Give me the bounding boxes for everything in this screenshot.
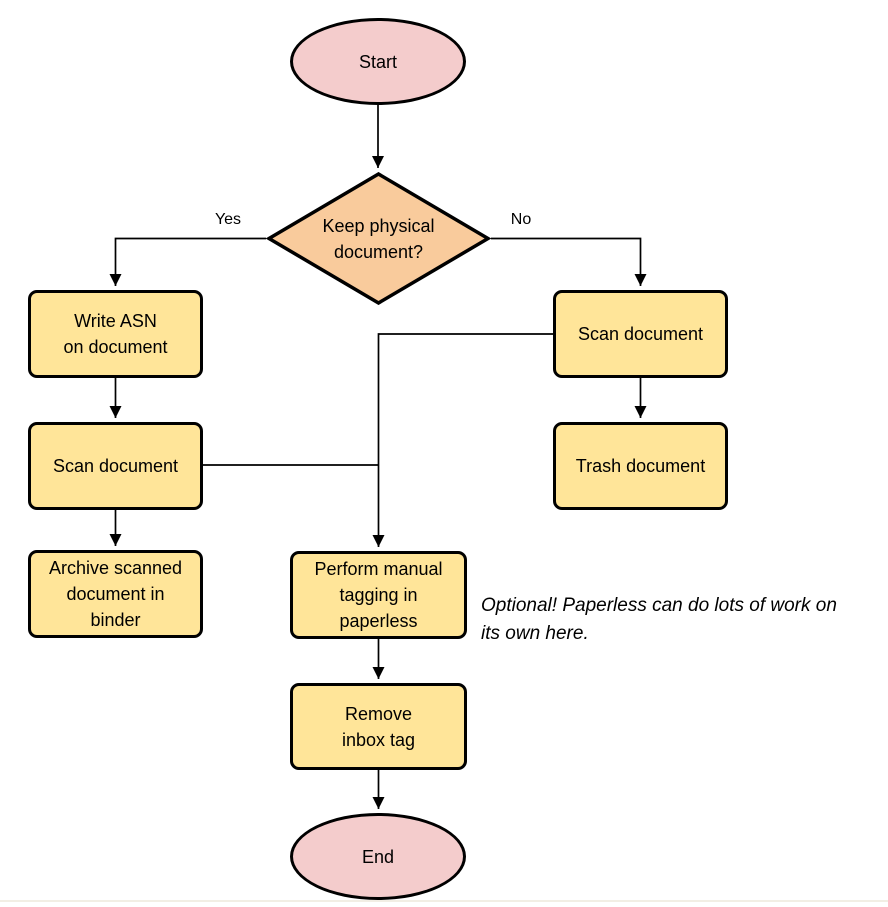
node-trash-label: Trash document bbox=[575, 456, 706, 476]
node-write-asn-on-document: Write ASN on document bbox=[28, 290, 203, 378]
node-remove-inbox-tag: Remove inbox tag bbox=[290, 683, 467, 770]
node-start-label: Start bbox=[358, 51, 397, 72]
node-scan-document-right: Scan document bbox=[553, 290, 728, 378]
edge-label-yes: Yes bbox=[206, 211, 250, 229]
edge-decision-no-to-scanr bbox=[491, 237, 647, 286]
node-start: Start bbox=[290, 18, 466, 105]
node-decision-label: Keep physical document? bbox=[322, 215, 435, 262]
diamond-shape bbox=[266, 172, 491, 305]
node-scan-document-left: Scan document bbox=[28, 422, 203, 510]
edge-decision-yes-to-write bbox=[109, 237, 266, 286]
node-perform-manual-tagging: Perform manual tagging in paperless bbox=[290, 551, 467, 639]
edge-scanr-to-tagging bbox=[372, 333, 553, 547]
node-tagging-label: Perform manual tagging in paperless bbox=[314, 559, 443, 631]
node-archive-label: Archive scanned document in binder bbox=[48, 558, 183, 630]
node-end: End bbox=[290, 813, 466, 900]
node-archive-scanned-document: Archive scanned document in binder bbox=[28, 550, 203, 638]
bottom-divider bbox=[0, 900, 888, 902]
node-scan-right-label: Scan document bbox=[577, 324, 704, 344]
annotation-optional-paperless: Optional! Paperless can do lots of work … bbox=[481, 595, 837, 644]
node-end-label: End bbox=[361, 846, 395, 867]
node-write-asn-label: Write ASN on document bbox=[63, 311, 168, 357]
edge-label-no: No bbox=[499, 211, 543, 229]
node-decision-keep-physical-document: Keep physical document? bbox=[266, 172, 491, 305]
node-scan-left-label: Scan document bbox=[52, 456, 179, 476]
node-remove-inbox-label: Remove inbox tag bbox=[341, 703, 416, 750]
node-trash-document: Trash document bbox=[553, 422, 728, 510]
